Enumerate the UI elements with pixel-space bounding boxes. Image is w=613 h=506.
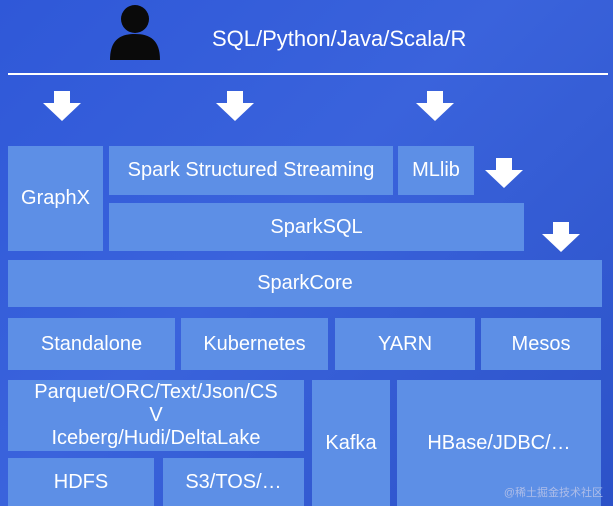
- yarn-box: YARN: [335, 318, 475, 370]
- standalone-label: Standalone: [40, 332, 143, 355]
- formats-box: Parquet/ORC/Text/Json/CS V Iceberg/Hudi/…: [8, 380, 304, 451]
- kubernetes-box: Kubernetes: [181, 318, 328, 370]
- s3-label: S3/TOS/…: [185, 470, 282, 493]
- mesos-label: Mesos: [511, 332, 571, 355]
- kafka-box: Kafka: [312, 380, 390, 506]
- graphx-label: GraphX: [21, 187, 90, 209]
- mllib-box: MLlib: [398, 146, 474, 195]
- formats-line3: Iceberg/Hudi/DeltaLake: [51, 427, 261, 449]
- formats-line2: V: [149, 404, 163, 426]
- sparksql-label: SparkSQL: [270, 215, 363, 238]
- user-icon: [110, 5, 160, 60]
- yarn-label: YARN: [377, 332, 433, 355]
- watermark: @稀土掘金技术社区: [503, 487, 603, 499]
- structured-streaming-box: Spark Structured Streaming: [109, 146, 393, 195]
- kafka-label: Kafka: [325, 431, 377, 454]
- standalone-box: Standalone: [8, 318, 175, 370]
- structured-streaming-label: Spark Structured Streaming: [127, 159, 375, 181]
- hdfs-box: HDFS: [8, 458, 154, 506]
- kubernetes-label: Kubernetes: [203, 332, 306, 355]
- hdfs-label: HDFS: [53, 470, 109, 493]
- mesos-box: Mesos: [481, 318, 601, 370]
- header-divider: [8, 73, 608, 75]
- down-arrow-icon: [542, 222, 580, 252]
- hbase-box: HBase/JDBC/…: [397, 380, 601, 506]
- down-arrow-icon: [216, 91, 254, 121]
- hbase-label: HBase/JDBC/…: [427, 431, 571, 454]
- down-arrow-icon: [43, 91, 81, 121]
- mllib-label: MLlib: [412, 159, 460, 181]
- graphx-box: GraphX: [8, 146, 103, 251]
- sparkcore-box: SparkCore: [8, 260, 602, 307]
- down-arrow-icon: [416, 91, 454, 121]
- languages-label: SQL/Python/Java/Scala/R: [212, 26, 467, 51]
- sparksql-box: SparkSQL: [109, 203, 524, 251]
- down-arrow-icon: [485, 158, 523, 188]
- sparkcore-label: SparkCore: [257, 272, 353, 294]
- formats-line1: Parquet/ORC/Text/Json/CS: [34, 381, 278, 403]
- s3-box: S3/TOS/…: [163, 458, 304, 506]
